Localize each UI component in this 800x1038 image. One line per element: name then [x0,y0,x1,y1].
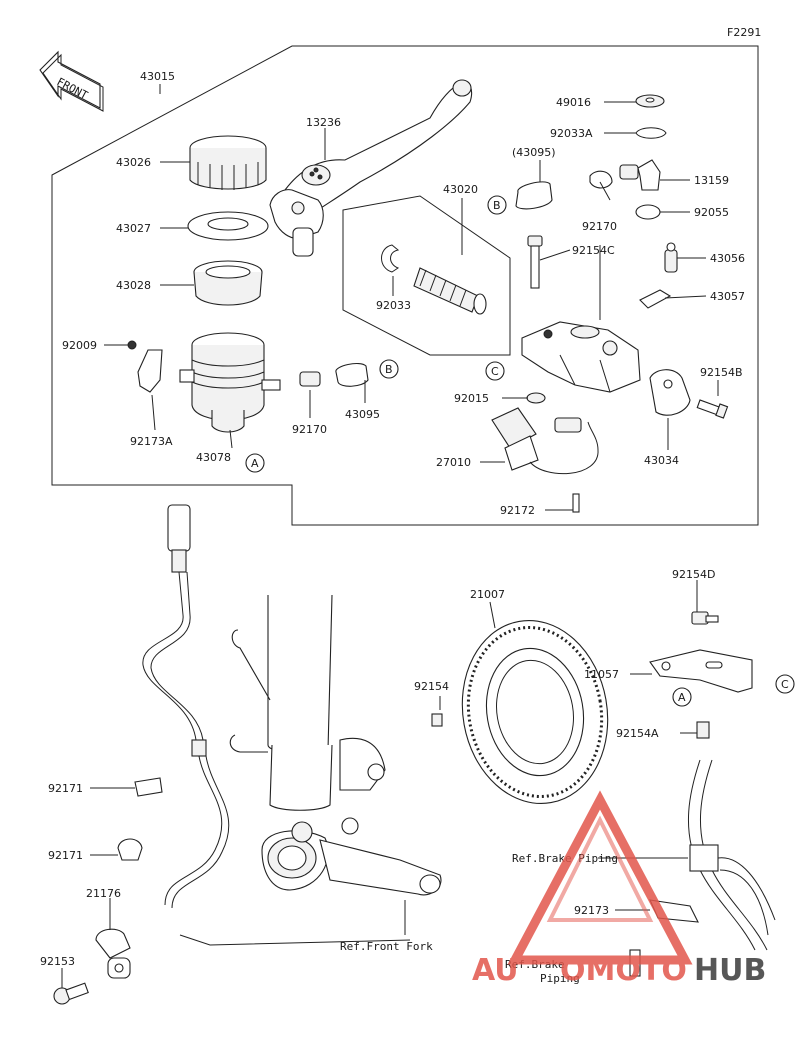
clamp-holder-43034 [649,369,691,416]
label-92033: 92033 [376,299,411,312]
reservoir-diaphragm [193,260,263,306]
cable-clip-92171a [134,777,163,797]
label-43026: 43026 [116,156,151,169]
label-92154C: 92154C [572,244,615,257]
label-13159: 13159 [694,174,729,187]
hose-clamp-92170-top [589,170,613,189]
label-ref-front-fork: Ref.Front Fork [340,940,433,953]
label-92154B: 92154B [700,366,743,379]
reservoir-bracket [127,340,163,393]
label-13236: 13236 [306,116,341,129]
circlip-92033A [635,127,667,139]
hose-clamp-92170 [299,371,321,387]
label-49016: 49016 [556,96,591,109]
watermark-logo: AU OMOTO HUB [472,790,766,988]
part-labels: 43015 13236 43026 43027 43028 92009 9217… [40,70,745,985]
label-92154D: 92154D [672,568,715,581]
brake-piping [629,759,776,977]
label-92173A: 92173A [130,435,173,448]
label-92171-b: 92171 [48,849,83,862]
label-92055: 92055 [694,206,729,219]
subassembly-outline [342,195,511,356]
nut-92015 [526,392,546,404]
o-ring-92055 [635,204,661,220]
label-21176: 21176 [86,887,121,900]
label-43095-a: 43095 [345,408,380,421]
callout-c-2: C [781,678,789,691]
watermark-text-b: OMOTO [560,953,687,988]
callout-circles: A B B C C A [245,195,795,707]
assembly-outline [51,45,759,526]
bracket-11057 [649,649,753,693]
label-43095-b: (43095) [512,146,556,159]
hose-43095-top [515,181,553,210]
label-ref-brake-piping-2b: Piping [540,972,580,985]
label-92171-a: 92171 [48,782,83,795]
label-92172: 92172 [500,504,535,517]
screw-92172 [572,493,580,513]
callout-a-1: A [251,457,259,470]
callout-a-2: A [678,691,686,704]
reservoir-hose [335,363,369,387]
reservoir-cap [189,135,267,190]
label-43028: 43028 [116,279,151,292]
abs-sensor-harness [142,504,230,909]
front-arrow-icon: FRONT [39,50,104,112]
banjo-bolt-92154C [527,235,543,289]
label-92154A: 92154A [616,727,659,740]
label-92009: 92009 [62,339,97,352]
abs-rotor-21007 [461,619,609,805]
master-cylinder-body [521,321,641,393]
label-43015: 43015 [140,70,175,83]
watermark-text-c: HUB [694,953,766,988]
label-43034: 43034 [644,454,679,467]
label-92170-a: 92170 [292,423,327,436]
reservoir-tank [179,332,281,433]
label-21007: 21007 [470,588,505,601]
watermark-text-a: AU [472,953,519,988]
label-92153: 92153 [40,955,75,968]
abs-sensor-21176 [95,928,131,979]
screw-92154 [431,713,443,727]
hose-fitting-13159 [619,159,661,191]
bleeder-valve-43056 [664,242,678,273]
label-11057: 11057 [584,668,619,681]
label-43057: 43057 [710,290,745,303]
callout-c-1: C [491,365,499,378]
label-92154: 92154 [414,680,449,693]
brake-lever [269,79,473,257]
reservoir-diaphragm-plate [187,211,269,241]
label-27010: 27010 [436,456,471,469]
label-92015: 92015 [454,392,489,405]
piston-kit [413,267,487,315]
leader-lines [61,84,719,988]
label-43027: 43027 [116,222,151,235]
bleeder-cap-43057 [639,289,672,309]
bolt-92154A [696,721,710,739]
label-92170-b: 92170 [582,220,617,233]
label-92173: 92173 [574,904,609,917]
label-43078: 43078 [196,451,231,464]
figure-code: F2291 [727,26,761,39]
label-43020: 43020 [443,183,478,196]
label-92033A: 92033A [550,127,593,140]
label-43056: 43056 [710,252,745,265]
clamp-bolt-92154B [696,399,729,419]
cable-clip-92171b [117,838,143,861]
callout-b-1: B [385,363,393,376]
bolt-92153 [53,982,89,1005]
bolt-92154D [691,611,719,625]
callout-b-2: B [493,199,501,212]
brake-switch-27010 [491,407,599,475]
washer-49016 [635,94,665,108]
circlip-92033 [381,244,400,273]
front-fork [229,594,442,896]
